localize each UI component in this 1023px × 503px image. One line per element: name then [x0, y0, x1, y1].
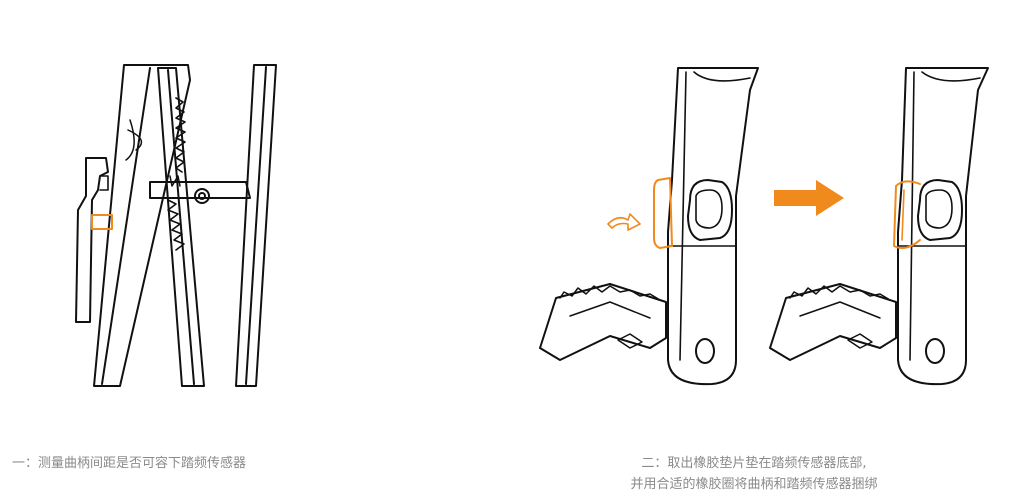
crank-after-pedal-hole	[925, 338, 945, 364]
crank-arm-diagonal	[157, 67, 205, 387]
pedal-before	[539, 283, 667, 361]
crank-arm-front-edge	[101, 67, 151, 385]
crank-before-inner-edge	[679, 71, 687, 361]
crank-arm-front	[93, 64, 191, 387]
step2-caption-line2: 并用合适的橡胶圈将曲柄和踏频传感器捆绑	[630, 477, 878, 492]
step2-caption: 二：取出橡胶垫片垫在踏频传感器底部, 并用合适的橡胶圈将曲柄和踏频传感器捆绑	[594, 453, 914, 495]
sensor-mounting-illustration	[539, 67, 989, 386]
chainring-teeth-lower	[167, 199, 185, 251]
crank-after	[769, 67, 989, 386]
rubber-band	[893, 180, 921, 249]
sensor-before	[687, 179, 733, 241]
chainring-teeth-upper	[175, 97, 186, 173]
crank-before-pedal-hole	[695, 338, 715, 364]
step1-panel: 一：测量曲柄间距是否可容下踏频传感器	[0, 0, 500, 503]
crank-arm-diagonal-edge	[167, 69, 195, 385]
next-step-arrow-icon	[774, 180, 844, 216]
pedal-after	[769, 283, 897, 361]
pedal-before-hole	[617, 333, 643, 349]
spindle-bolt-outer	[194, 188, 210, 204]
crank-before	[539, 67, 759, 386]
crank-arm-right	[235, 64, 277, 387]
frame-curve	[125, 119, 143, 161]
spindle-detail	[169, 175, 181, 187]
sensor-bracket-tab	[99, 175, 109, 191]
step2-panel: 二：取出橡胶垫片垫在踏频传感器底部, 并用合适的橡胶圈将曲柄和踏频传感器捆绑	[500, 0, 1023, 503]
spindle	[149, 181, 251, 199]
rubber-pad	[653, 177, 673, 249]
insert-arrow-icon	[607, 213, 641, 231]
crank-before-top-curve	[693, 71, 751, 82]
sensor-bracket	[75, 157, 109, 323]
step2-caption-line1: 二：取出橡胶垫片垫在踏频传感器底部,	[641, 456, 867, 471]
sensor-before-inner	[695, 189, 723, 229]
crank-after-top-curve	[921, 71, 981, 82]
gap-measure-marker	[91, 214, 113, 230]
step1-caption: 一：测量曲柄间距是否可容下踏频传感器	[12, 456, 247, 471]
pedal-after-teeth	[789, 285, 891, 301]
crank-gap-illustration	[75, 64, 277, 387]
crank-after-outline	[897, 67, 989, 386]
pedal-after-hole	[847, 333, 873, 349]
pedal-before-cage	[569, 301, 651, 319]
crank-arm-right-edge	[245, 66, 267, 385]
crank-after-inner-edge	[909, 71, 915, 361]
rubber-band-inner	[901, 189, 905, 241]
pedal-before-teeth	[559, 285, 661, 301]
sensor-after	[917, 179, 963, 241]
crank-before-outline	[667, 67, 759, 386]
pedal-after-cage	[799, 301, 881, 319]
spindle-bolt-inner	[198, 192, 206, 200]
sensor-after-inner	[925, 189, 953, 229]
